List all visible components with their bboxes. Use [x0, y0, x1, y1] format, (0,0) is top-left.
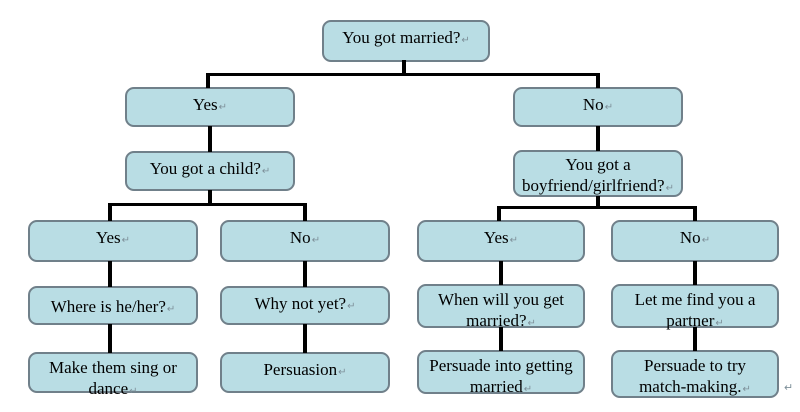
paragraph-mark-icon: ↵ — [701, 235, 711, 246]
paragraph-mark-icon: ↵ — [461, 35, 470, 46]
paragraph-mark-icon: ↵ — [261, 166, 271, 177]
node-label: You got a boyfriend/girlfriend? — [522, 155, 665, 195]
node-child-yes: Yes↵ — [28, 220, 198, 262]
paragraph-mark-icon: ↵ — [129, 386, 138, 397]
paragraph-mark-icon: ↵ — [715, 318, 724, 329]
paragraph-mark-icon: ↵ — [311, 235, 321, 246]
paragraph-mark-icon: ↵ — [166, 304, 176, 315]
node-label: Make them sing or dance — [49, 358, 177, 398]
paragraph-mark-icon: ↵ — [742, 384, 751, 395]
node-root: You got married?↵ — [322, 20, 490, 62]
node-persuade-matchmaking: Persuade to try match-making.↵ — [611, 350, 779, 398]
connector-line — [208, 126, 212, 152]
node-label: Why not yet? — [254, 294, 347, 313]
connector-line — [108, 203, 307, 206]
connector-line — [596, 196, 600, 209]
connector-line — [497, 206, 697, 209]
paragraph-mark-icon: ↵ — [527, 318, 536, 329]
connector-line — [402, 60, 406, 76]
paragraph-mark-icon: ↵ — [604, 102, 614, 113]
node-when-marry: When will you get married?↵ — [417, 284, 585, 330]
paragraph-mark-icon: ↵ — [347, 301, 356, 312]
node-label: No — [289, 228, 311, 247]
connector-line — [303, 261, 307, 287]
node-persuade-marry: Persuade into getting married↵ — [417, 350, 585, 396]
node-label: Persuade into getting married — [429, 356, 573, 396]
connector-line — [108, 324, 112, 353]
paragraph-mark-icon: ↵ — [338, 367, 347, 378]
node-label: Where is he/her? — [50, 297, 166, 316]
connector-line — [108, 203, 112, 221]
node-partner-no: No↵ — [611, 220, 779, 262]
connector-line — [303, 324, 307, 353]
node-find-partner: Let me find you a partner↵ — [611, 284, 779, 330]
connector-line — [206, 73, 210, 88]
connector-line — [108, 261, 112, 287]
node-child-no: No↵ — [220, 220, 390, 262]
paragraph-mark-icon: ↵ — [509, 235, 519, 246]
node-married-yes: Yes↵ — [125, 87, 295, 127]
paragraph-mark-icon: ↵ — [784, 382, 794, 394]
node-label: No — [679, 228, 701, 247]
connector-line — [208, 190, 212, 206]
node-label: Let me find you a partner — [634, 290, 756, 330]
connector-line — [303, 203, 307, 221]
node-label: No — [582, 95, 604, 114]
node-label: You got married? — [342, 28, 461, 47]
node-label: When will you get married? — [437, 290, 565, 330]
connector-line — [499, 261, 503, 285]
paragraph-mark-icon: ↵ — [665, 183, 674, 194]
node-where-is-child: Where is he/her?↵ — [28, 286, 198, 325]
connector-line — [499, 327, 503, 351]
node-label: Persuade to try match-making. — [639, 356, 746, 396]
node-label: Yes — [192, 95, 218, 114]
node-why-not-yet: Why not yet?↵ — [220, 286, 390, 325]
connector-line — [497, 206, 501, 221]
paragraph-mark-icon: ↵ — [121, 235, 131, 246]
connector-line — [693, 206, 697, 221]
connector-line — [596, 73, 600, 88]
node-partner-question: You got a boyfriend/girlfriend?↵ — [513, 150, 683, 197]
connector-line — [693, 327, 697, 351]
node-persuasion: Persuasion↵ — [220, 352, 390, 393]
node-partner-yes: Yes↵ — [417, 220, 585, 262]
node-child-question: You got a child?↵ — [125, 151, 295, 191]
node-label: Yes — [95, 228, 121, 247]
connector-line — [596, 126, 600, 151]
node-sing-or-dance: Make them sing or dance↵ — [28, 352, 198, 398]
node-label: You got a child? — [149, 159, 261, 178]
paragraph-mark-icon: ↵ — [218, 102, 228, 113]
node-label: Yes — [483, 228, 509, 247]
connector-line — [206, 73, 600, 76]
paragraph-mark-icon: ↵ — [523, 384, 533, 395]
connector-line — [693, 261, 697, 285]
node-married-no: No↵ — [513, 87, 683, 127]
node-label: Persuasion — [263, 360, 338, 379]
